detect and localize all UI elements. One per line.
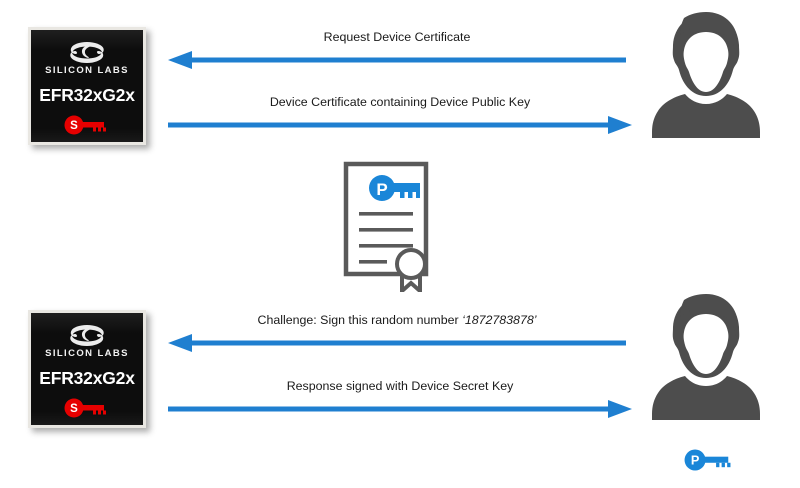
message-label: Device Certificate containing Device Pub… xyxy=(269,95,531,109)
message-label: Request Device Certificate xyxy=(323,30,471,44)
message-label: Response signed with Device Secret Key xyxy=(286,379,514,393)
svg-text:P: P xyxy=(376,180,387,199)
person-avatar-icon xyxy=(652,12,760,138)
chip-part-number: EFR32xG2x xyxy=(39,85,135,105)
silicon-labs-swoosh-icon xyxy=(70,325,104,346)
message-response: Response signed with Device Secret Key xyxy=(168,379,632,419)
device-public-key-badge: P xyxy=(684,448,736,472)
message-device-certificate: Device Certificate containing Device Pub… xyxy=(168,95,632,135)
svg-text:S: S xyxy=(70,120,78,132)
message-label-prefix: Challenge: Sign this random number xyxy=(257,313,463,327)
arrow-left-icon xyxy=(168,334,626,352)
arrow-left-icon xyxy=(168,51,626,69)
secret-key-icon: S xyxy=(64,398,106,418)
person-top xyxy=(650,10,762,142)
svg-text:S: S xyxy=(70,403,78,415)
person-avatar-icon xyxy=(652,294,760,420)
chip-logo-text: SILICON LABS xyxy=(45,348,129,359)
chip-top: SILICON LABS EFR32xG2x S xyxy=(28,27,146,145)
certificate-document-icon: P xyxy=(343,161,429,296)
arrow-right-icon xyxy=(168,400,632,418)
public-key-icon: P xyxy=(684,449,731,471)
arrow-right-icon xyxy=(168,116,632,134)
certificate-public-key-icon: P xyxy=(369,175,420,201)
message-challenge: Challenge: Sign this random number ‘1872… xyxy=(168,313,626,353)
message-request-device-certificate: Request Device Certificate xyxy=(168,30,626,70)
chip-bottom: SILICON LABS EFR32xG2x S xyxy=(28,310,146,428)
chip-logo-text: SILICON LABS xyxy=(45,65,129,76)
seal-ribbon-icon xyxy=(395,248,427,296)
secret-key-icon: S xyxy=(64,115,106,135)
chip-part-number: EFR32xG2x xyxy=(39,368,135,388)
message-label: Challenge: Sign this random number ‘1872… xyxy=(168,313,626,327)
person-bottom xyxy=(650,292,762,424)
svg-text:P: P xyxy=(691,452,700,467)
silicon-labs-swoosh-icon xyxy=(70,42,104,63)
message-label-random-number: ‘1872783878’ xyxy=(462,313,537,327)
device-certificate: P xyxy=(332,160,450,296)
